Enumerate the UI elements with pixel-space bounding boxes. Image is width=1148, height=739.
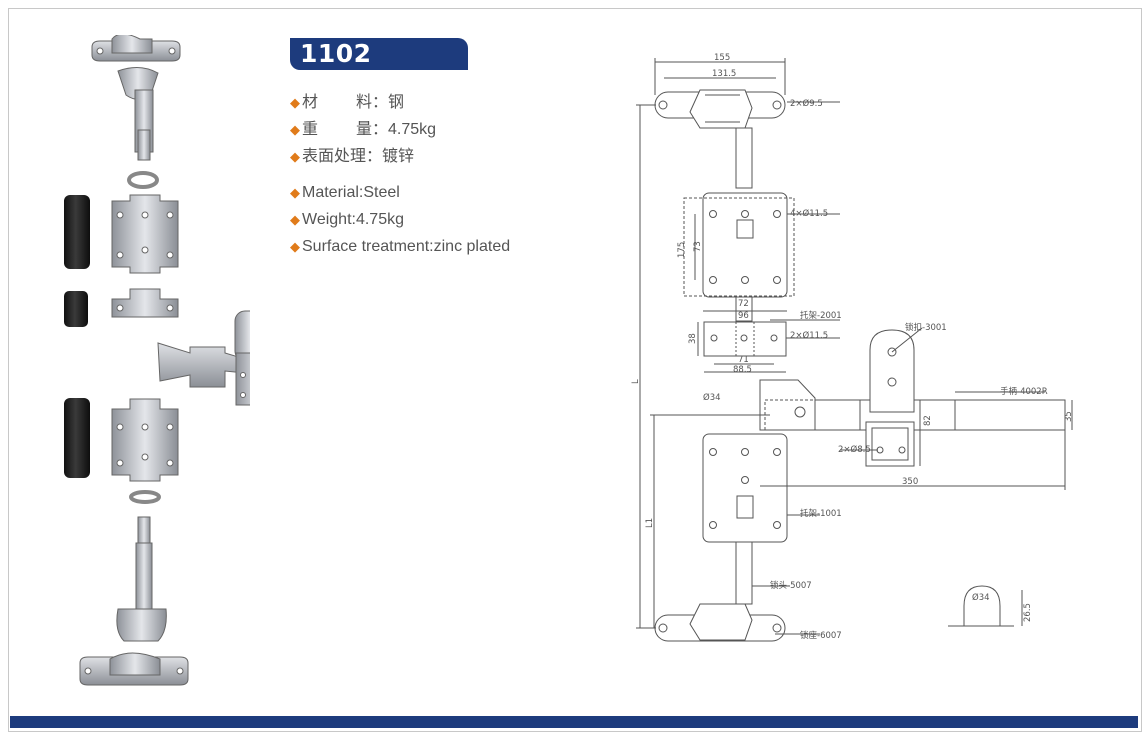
spec-value: 镀锌 xyxy=(382,148,415,165)
spec-weight-cn: ◆重 量：4.75kg xyxy=(290,115,436,139)
spec-text: Material:Steel xyxy=(302,184,400,201)
top-ring xyxy=(127,171,159,189)
product-code: 1102 xyxy=(300,39,372,68)
diamond-bullet-icon: ◆ xyxy=(290,212,300,227)
bottom-cam-rod xyxy=(116,516,167,642)
bracket-bottom xyxy=(111,398,179,482)
callout-6007: 锁座-6007 xyxy=(800,630,842,641)
diamond-bullet-icon: ◆ xyxy=(290,185,300,200)
spec-value: 钢 xyxy=(388,94,405,111)
dim-d34b: Ø34 xyxy=(972,592,990,603)
rubber-sleeve-small xyxy=(64,291,88,327)
spec-label: 表面处理： xyxy=(302,148,383,165)
dim-175: 175 xyxy=(677,242,687,258)
dim-2x85: 2×Ø8.5 xyxy=(838,444,871,455)
spec-value: 4.75kg xyxy=(388,121,437,138)
spec-label: 重 xyxy=(302,121,319,138)
spec-surface-cn: ◆表面处理：镀锌 xyxy=(290,142,414,166)
callout-2001: 托架-2001 xyxy=(800,310,842,321)
spec-surface-en: ◆Surface treatment:zinc plated xyxy=(290,238,510,256)
dim-73: 73 xyxy=(693,241,703,252)
drawing-bottom-seat xyxy=(654,603,786,642)
diamond-bullet-icon: ◆ xyxy=(290,149,300,164)
dim-885: 88.5 xyxy=(733,365,752,375)
top-cam-rod xyxy=(117,67,159,161)
dim-L: L xyxy=(631,379,641,384)
rubber-sleeve-bottom xyxy=(64,398,90,478)
dim-82: 82 xyxy=(923,415,933,426)
product-code-badge: 1102 xyxy=(290,38,468,70)
dim-72: 72 xyxy=(738,299,749,309)
drawing-rod-top xyxy=(735,127,753,189)
spec-text: Surface treatment:zinc plated xyxy=(302,238,511,255)
bottom-ring xyxy=(129,490,161,504)
dim-d34: Ø34 xyxy=(703,392,721,403)
callout-5007: 锁头-5007 xyxy=(770,580,812,591)
spec-material-en: ◆Material:Steel xyxy=(290,184,400,202)
dim-131: 131.5 xyxy=(712,69,736,79)
bottom-lock-seat xyxy=(79,652,189,686)
callout-1001: 托架-1001 xyxy=(800,508,842,519)
drawing-lock-3001 xyxy=(869,329,915,413)
spec-label: 材 xyxy=(302,94,319,111)
drawing-bracket-bottom xyxy=(702,433,788,543)
drawing-side-view xyxy=(948,585,1014,627)
diamond-bullet-icon: ◆ xyxy=(290,239,300,254)
drawing-bracket-2001 xyxy=(703,321,787,357)
spec-text: Weight:4.75kg xyxy=(302,211,404,228)
footer-bar xyxy=(10,716,1138,728)
drawing-top-seat xyxy=(654,89,786,129)
rubber-sleeve-top xyxy=(64,195,90,269)
dim-35: 35 xyxy=(1064,411,1074,422)
dim-4x115: 4×Ø11.5 xyxy=(790,208,828,219)
bracket-small xyxy=(111,288,179,318)
dim-2x95: 2×Ø9.5 xyxy=(790,98,823,109)
spec-weight-en: ◆Weight:4.75kg xyxy=(290,211,404,229)
top-lock-seat xyxy=(91,35,181,62)
dim-L1: L1 xyxy=(645,518,655,528)
dim-96: 96 xyxy=(738,311,749,321)
diamond-bullet-icon: ◆ xyxy=(290,122,300,137)
dim-71: 71 xyxy=(738,355,749,365)
callout-4002: 手柄-4002R xyxy=(1000,386,1048,397)
spec-label: 量： xyxy=(356,121,389,138)
dim-265: 26.5 xyxy=(1023,603,1033,622)
callout-3001: 锁扣-3001 xyxy=(905,322,947,333)
drawing-handle xyxy=(759,379,1066,467)
dim-2x115: 2×Ø11.5 xyxy=(790,330,828,341)
dim-38: 38 xyxy=(688,333,698,344)
dimension-lines xyxy=(636,58,1073,635)
handle-assembly xyxy=(157,310,250,406)
dim-350: 350 xyxy=(902,477,918,487)
spec-material-cn: ◆材 料：钢 xyxy=(290,88,404,112)
bracket-top xyxy=(111,194,179,274)
diamond-bullet-icon: ◆ xyxy=(290,95,300,110)
product-parts-illustration xyxy=(64,35,250,686)
spec-label: 料： xyxy=(356,94,389,111)
dim-155: 155 xyxy=(714,53,730,63)
drawing-bracket-top xyxy=(683,192,795,298)
